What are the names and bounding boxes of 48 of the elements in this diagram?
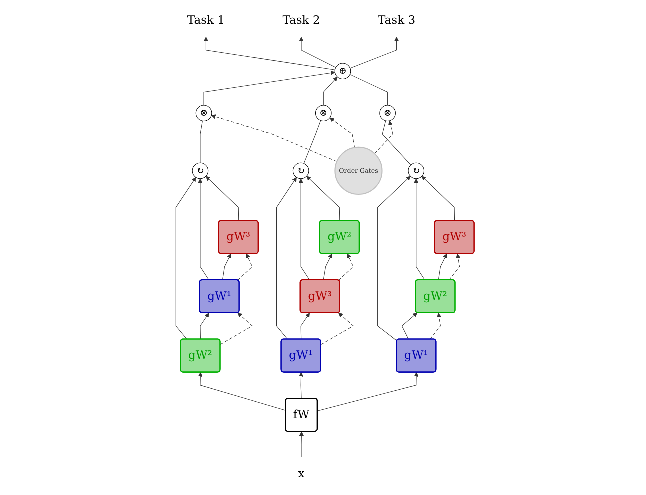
arrow (306, 176, 340, 222)
arrow (300, 313, 310, 340)
arrow (298, 372, 304, 400)
arrow (198, 178, 210, 281)
arrow (430, 313, 442, 340)
arrow (330, 118, 356, 148)
arrow (374, 120, 394, 154)
node-circle: ⊗ (380, 105, 396, 122)
arrow (402, 312, 418, 340)
arrow (414, 178, 426, 281)
arrow (176, 177, 196, 340)
arrow (204, 70, 336, 106)
arrow (238, 254, 253, 281)
connector (200, 120, 203, 164)
arrow (276, 177, 297, 340)
arrow (206, 176, 240, 222)
arrow (438, 254, 448, 281)
arrow (350, 37, 400, 69)
arrow (222, 254, 232, 281)
node-circle: ⊗ (315, 105, 332, 122)
arrow (299, 432, 304, 458)
node-circle: ↻ (192, 162, 209, 180)
node-text: x (298, 468, 305, 481)
connector (304, 120, 322, 164)
arrow (323, 254, 332, 281)
arrow (378, 176, 411, 342)
arrow (323, 76, 338, 106)
node-circle: ↻ (292, 162, 310, 180)
arrow (422, 176, 456, 222)
node-circle: ⊗ (196, 105, 212, 122)
arrow (298, 178, 310, 281)
arrow (338, 254, 354, 281)
node-circle: ⊕ (334, 63, 352, 80)
connector (350, 74, 388, 106)
node-text: Task 1 (187, 14, 226, 28)
arrow (317, 372, 419, 412)
arrow (220, 312, 253, 345)
arrow (211, 114, 338, 162)
arrow (204, 37, 336, 70)
node-circle: ↻ (408, 162, 425, 180)
arrow (320, 312, 354, 346)
node-text: Task 2 (282, 14, 320, 28)
arrow (198, 372, 286, 411)
connector (382, 120, 412, 166)
node-text: Task 3 (378, 14, 416, 28)
arrow (299, 37, 336, 68)
arrow (449, 254, 461, 281)
arrow (200, 313, 210, 340)
